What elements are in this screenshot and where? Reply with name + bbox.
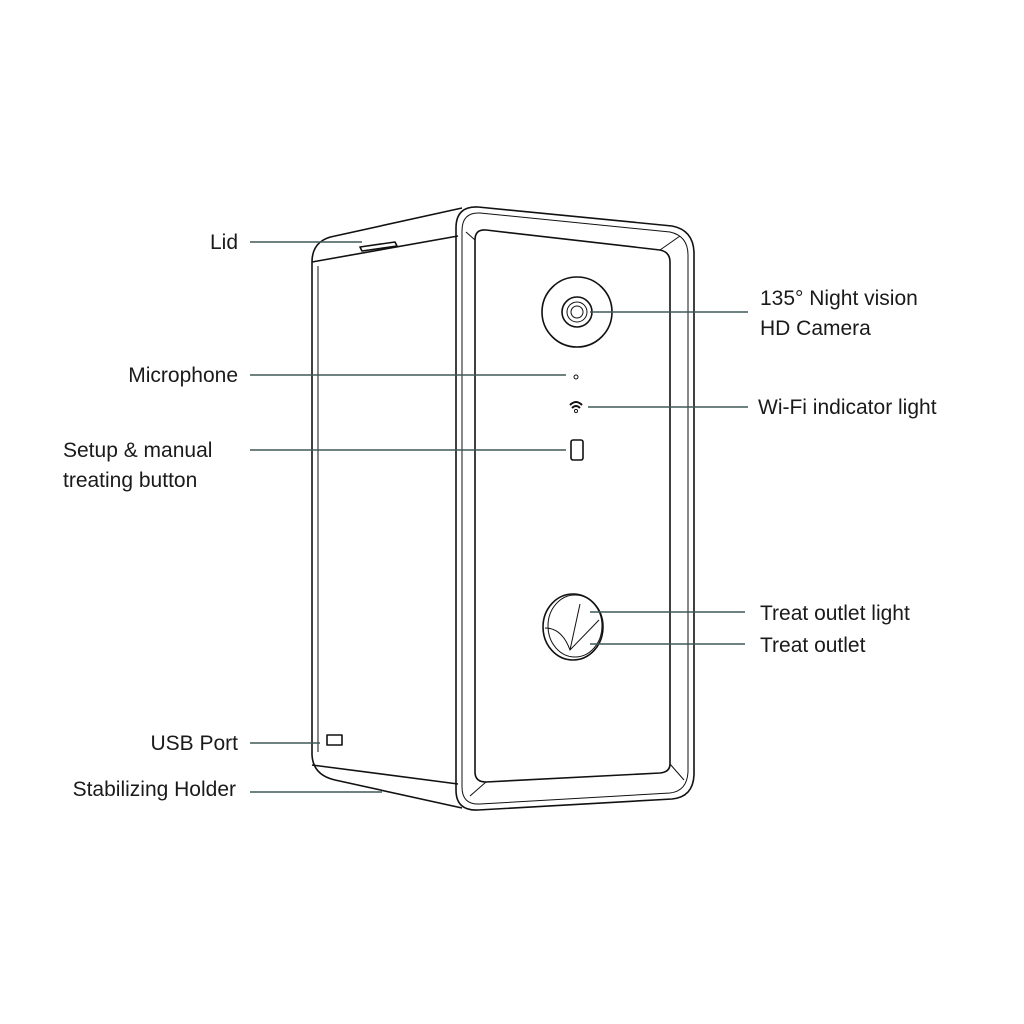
leader-lines — [250, 241, 748, 793]
label-stabilizing-holder: Stabilizing Holder — [73, 778, 236, 801]
treat-outlet-icon — [542, 593, 604, 661]
label-setup-button-2: treating button — [63, 469, 197, 492]
label-treat-outlet: Treat outlet — [760, 634, 866, 657]
device-front-frame — [455, 206, 695, 811]
label-wifi-light: Wi-Fi indicator light — [758, 396, 937, 419]
lid-tab — [359, 241, 398, 252]
label-microphone: Microphone — [128, 364, 238, 387]
label-camera-2: HD Camera — [760, 317, 871, 340]
wifi-icon — [569, 401, 583, 414]
label-lid: Lid — [210, 231, 238, 254]
label-setup-button-1: Setup & manual — [63, 439, 212, 462]
device-side-panel — [311, 207, 463, 809]
label-treat-outlet-light: Treat outlet light — [760, 602, 910, 625]
label-usb-port: USB Port — [150, 732, 238, 755]
usb-port — [326, 734, 343, 746]
label-camera-1: 135° Night vision — [760, 287, 918, 310]
microphone-hole — [573, 374, 579, 380]
setup-button[interactable] — [570, 439, 584, 461]
